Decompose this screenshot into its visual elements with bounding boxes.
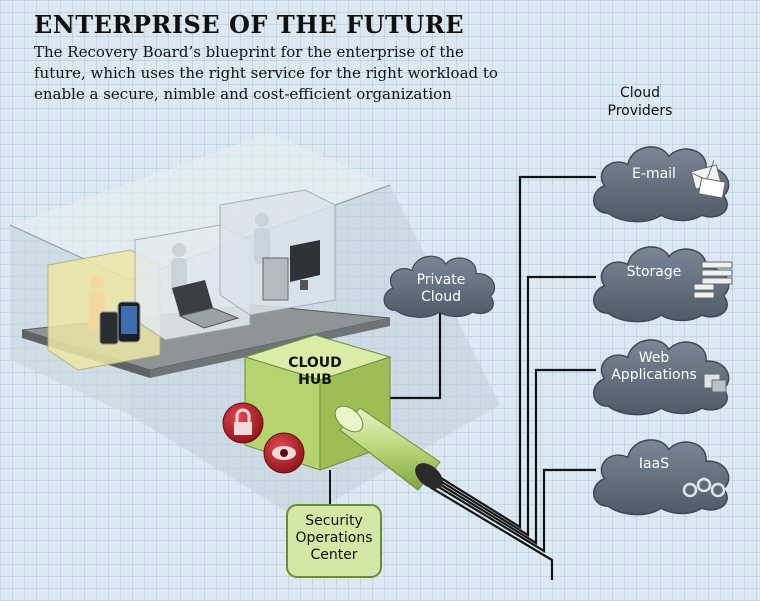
- gears-icon: [682, 477, 726, 498]
- desktop-computer-icon: [262, 240, 320, 301]
- provider-cloud-iaas: [592, 439, 730, 516]
- cloud-hub-label: CLOUD HUB: [288, 355, 342, 388]
- provider-label-iaas: IaaS: [638, 456, 670, 472]
- page-title: ENTERPRISE OF THE FUTURE: [34, 10, 465, 39]
- smartphone-icon: [99, 301, 141, 345]
- network-lines: [386, 175, 596, 580]
- provider-label-email: E-mail: [632, 166, 676, 182]
- web-app-icon: [703, 373, 727, 393]
- cloud-providers-heading: Cloud Providers: [607, 85, 673, 119]
- server-stack-icon: [693, 261, 733, 299]
- security-center-label: Security Operations Center: [295, 513, 373, 563]
- laptop-icon: [172, 280, 240, 329]
- provider-label-web: Web Applications: [611, 350, 697, 383]
- user-figure-icon: [254, 213, 270, 264]
- security-center-box: [286, 504, 382, 578]
- eye-icon: [263, 432, 305, 474]
- page-subtitle: The Recovery Board’s blueprint for the e…: [34, 43, 498, 103]
- envelope-icon: [690, 160, 726, 199]
- provider-label-storage: Storage: [626, 264, 682, 280]
- lock-icon: [222, 402, 264, 444]
- private-cloud-label: Private Cloud: [416, 272, 466, 305]
- data-pipe: [334, 405, 443, 491]
